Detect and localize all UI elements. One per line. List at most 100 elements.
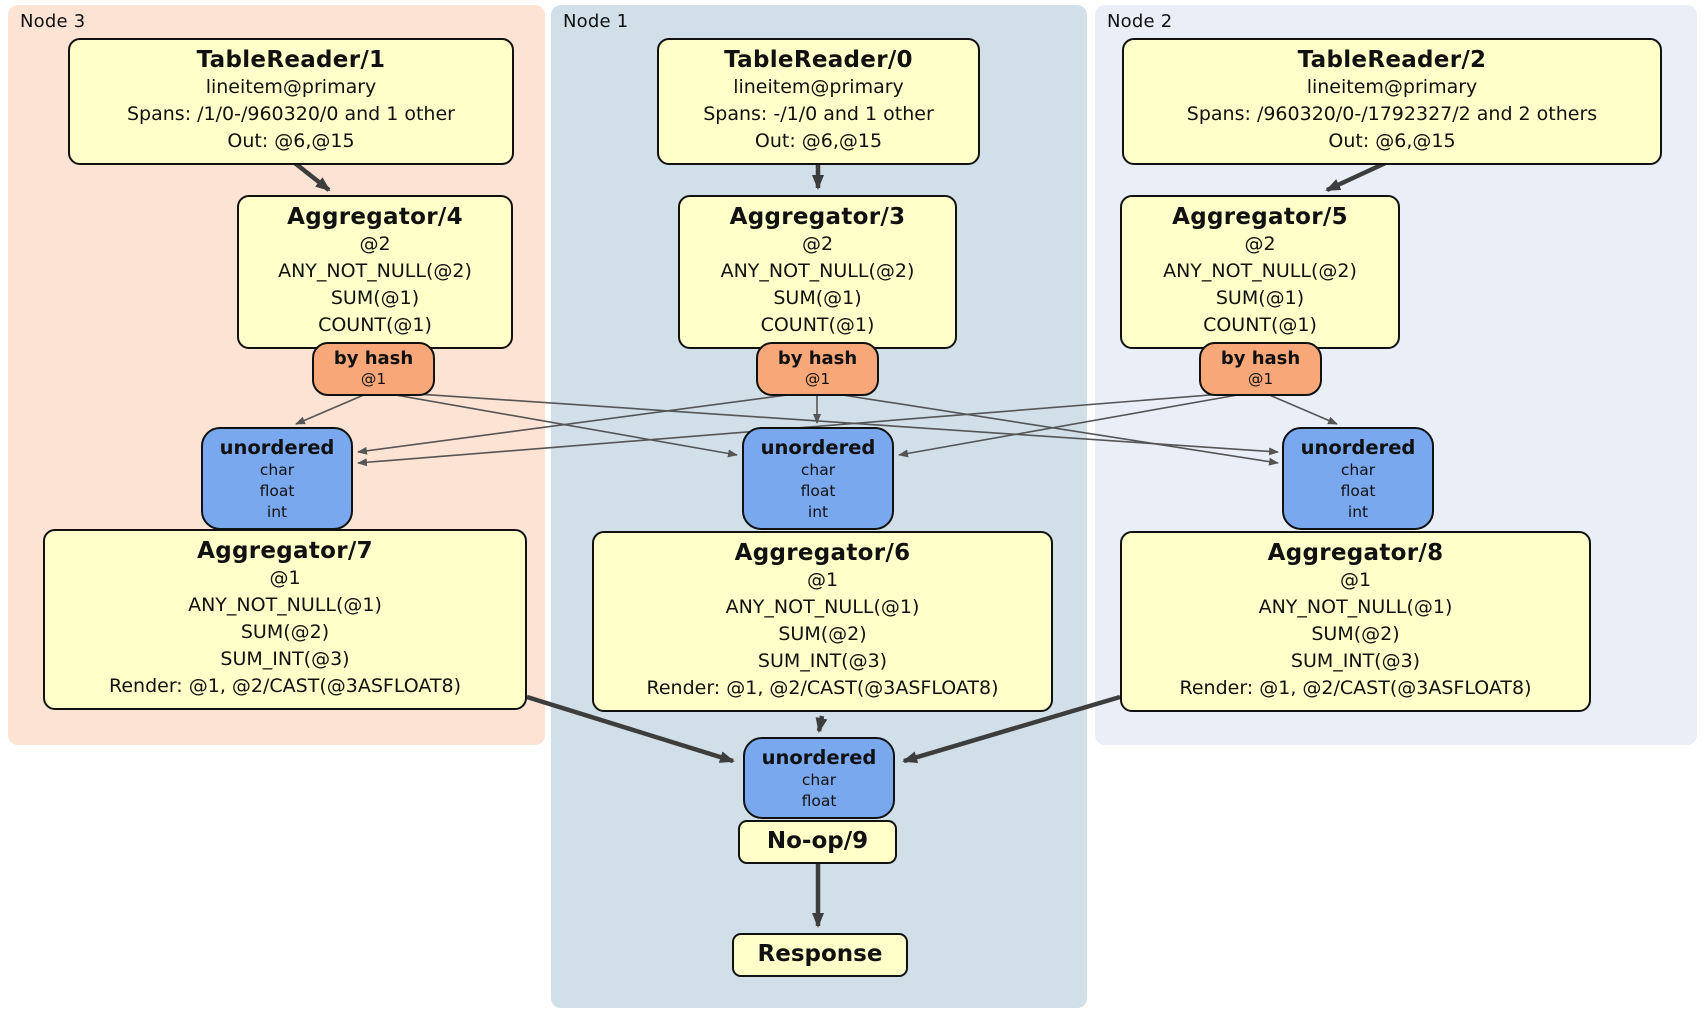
processor-title: TableReader/1	[196, 47, 386, 73]
processor-title: Response	[757, 941, 883, 967]
node1-label: Node 1	[563, 11, 629, 32]
edge-agg6-syncfinal	[815, 715, 828, 733]
sync-type: char	[800, 461, 836, 479]
edge-hash4-sync-center	[372, 390, 738, 458]
processor-detail: Spans: /1/0-/960320/0 and 1 other	[127, 103, 455, 125]
processor-title: Aggregator/8	[1267, 540, 1444, 566]
processor-detail: Render: @1, @2/CAST(@3ASFLOAT8)	[109, 675, 461, 697]
processor-detail: ANY_NOT_NULL(@2)	[278, 260, 472, 282]
router-key: @1	[1247, 370, 1274, 388]
sync-title: unordered	[1300, 436, 1416, 459]
node3-label: Node 3	[20, 11, 86, 32]
processor-title: No-op/9	[766, 828, 869, 854]
tablereader-1-box: TableReader/1 lineitem@primary Spans: /1…	[68, 38, 514, 165]
edge-hash4-sync-right	[372, 390, 1279, 456]
edge-hash3-sync-right	[816, 390, 1279, 466]
sync-type: char	[1340, 461, 1376, 479]
processor-detail: Render: @1, @2/CAST(@3ASFLOAT8)	[1179, 677, 1532, 699]
processor-detail: SUM_INT(@3)	[757, 650, 888, 672]
hash-router-5: by hash @1	[1199, 342, 1322, 396]
processor-title: Aggregator/6	[734, 540, 911, 566]
hash-router-3: by hash @1	[756, 342, 879, 396]
sync-type: char	[259, 461, 295, 479]
processor-title: TableReader/2	[1297, 47, 1487, 73]
aggregator-3-box: Aggregator/3 @2 ANY_NOT_NULL(@2) SUM(@1)…	[678, 195, 957, 349]
processor-detail: SUM_INT(@3)	[220, 648, 350, 670]
router-title: by hash	[333, 348, 414, 369]
processor-title: Aggregator/3	[729, 204, 906, 230]
processor-detail: Spans: -/1/0 and 1 other	[703, 103, 934, 125]
aggregator-6-box: Aggregator/6 @1 ANY_NOT_NULL(@1) SUM(@2)…	[592, 531, 1053, 712]
router-key: @1	[360, 370, 387, 388]
processor-detail: @1	[269, 567, 301, 589]
processor-detail: SUM(@1)	[1215, 287, 1305, 309]
aggregator-8-box: Aggregator/8 @1 ANY_NOT_NULL(@1) SUM(@2)…	[1120, 531, 1591, 712]
processor-detail: @2	[359, 233, 391, 255]
edge-agg8-syncfinal	[902, 694, 1121, 764]
sync-type: float	[800, 482, 836, 500]
processor-detail: lineitem@primary	[1306, 76, 1478, 98]
sync-unordered-center: unordered char float int	[742, 427, 894, 530]
processor-detail: ANY_NOT_NULL(@2)	[1163, 260, 1357, 282]
sync-title: unordered	[219, 436, 335, 459]
processor-title: Aggregator/4	[287, 204, 463, 230]
edge-tr2-agg5	[1325, 157, 1393, 193]
processor-detail: Out: @6,@15	[754, 130, 883, 152]
processor-detail: @2	[1244, 233, 1276, 255]
edge-hash5-sync-center	[898, 390, 1261, 458]
router-key: @1	[804, 370, 831, 388]
sync-title: unordered	[760, 436, 876, 459]
sync-type: float	[801, 792, 837, 810]
processor-detail: @2	[801, 233, 834, 255]
processor-detail: ANY_NOT_NULL(@1)	[188, 594, 382, 616]
processor-detail: SUM(@2)	[240, 621, 330, 643]
sync-unordered-left: unordered char float int	[201, 427, 353, 530]
processor-detail: Spans: /960320/0-/1792327/2 and 2 others	[1186, 103, 1598, 125]
processor-title: TableReader/0	[724, 47, 913, 73]
processor-detail: Render: @1, @2/CAST(@3ASFLOAT8)	[646, 677, 999, 699]
edge-hash4-sync-left	[295, 390, 374, 425]
router-title: by hash	[777, 348, 858, 369]
processor-detail: lineitem@primary	[733, 76, 904, 98]
aggregator-7-box: Aggregator/7 @1 ANY_NOT_NULL(@1) SUM(@2)…	[43, 529, 527, 710]
processor-detail: ANY_NOT_NULL(@1)	[725, 596, 920, 618]
processor-detail: SUM(@1)	[330, 287, 420, 309]
processor-detail: SUM(@2)	[778, 623, 867, 645]
edge-hash3-sync-left	[357, 390, 818, 455]
sync-type: char	[801, 771, 837, 789]
edge-hash5-sync-right	[1259, 390, 1338, 425]
response-box: Response	[732, 933, 908, 977]
tablereader-0-box: TableReader/0 lineitem@primary Spans: -/…	[657, 38, 980, 165]
processor-detail: Out: @6,@15	[1328, 130, 1456, 152]
router-title: by hash	[1220, 348, 1301, 369]
processor-detail: SUM(@2)	[1311, 623, 1400, 645]
processor-detail: Out: @6,@15	[227, 130, 355, 152]
processor-detail: SUM_INT(@3)	[1290, 650, 1421, 672]
sync-type: float	[1340, 482, 1376, 500]
aggregator-5-box: Aggregator/5 @2 ANY_NOT_NULL(@2) SUM(@1)…	[1120, 195, 1400, 349]
node2-label: Node 2	[1107, 11, 1173, 32]
processor-detail: SUM(@1)	[773, 287, 862, 309]
edge-tr1-agg4	[289, 158, 331, 192]
sync-type: int	[266, 503, 288, 521]
edge-agg7-syncfinal	[526, 694, 735, 764]
sync-unordered-final: unordered char float	[743, 737, 895, 819]
hash-router-4: by hash @1	[312, 342, 435, 396]
sync-type: int	[807, 503, 829, 521]
processor-detail: @1	[806, 569, 839, 591]
processor-detail: ANY_NOT_NULL(@2)	[720, 260, 915, 282]
processor-detail: @1	[1339, 569, 1372, 591]
tablereader-2-box: TableReader/2 lineitem@primary Spans: /9…	[1122, 38, 1662, 165]
processor-detail: COUNT(@1)	[318, 314, 432, 336]
processor-detail: lineitem@primary	[205, 76, 377, 98]
processor-title: Aggregator/5	[1172, 204, 1348, 230]
sync-type: int	[1347, 503, 1369, 521]
processor-title: Aggregator/7	[197, 538, 373, 564]
processor-detail: ANY_NOT_NULL(@1)	[1258, 596, 1453, 618]
sync-type: float	[259, 482, 295, 500]
aggregator-4-box: Aggregator/4 @2 ANY_NOT_NULL(@2) SUM(@1)…	[237, 195, 513, 349]
processor-detail: COUNT(@1)	[760, 314, 875, 336]
noop-9-box: No-op/9	[738, 820, 897, 864]
